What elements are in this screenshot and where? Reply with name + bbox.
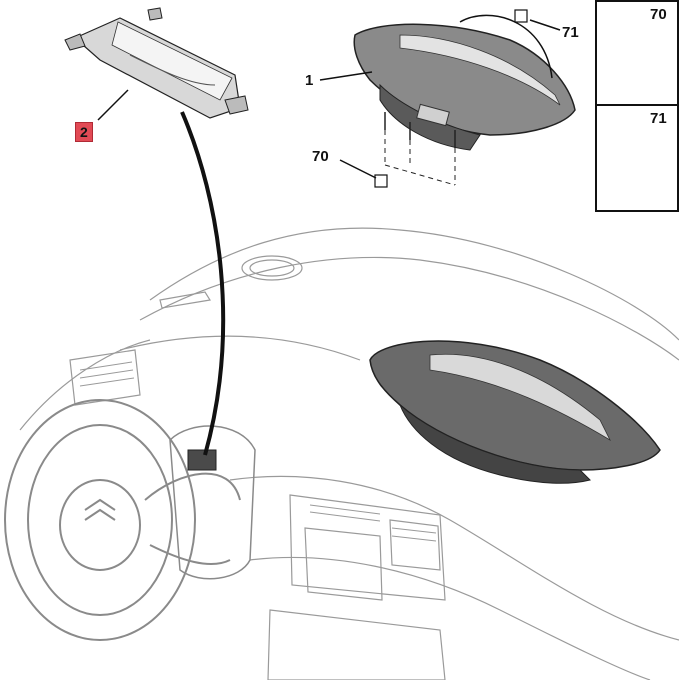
callout-label-2: 2 [75, 122, 93, 142]
vent-slats [79, 361, 437, 542]
column-display-module [187, 449, 217, 471]
leader-lines-70 [384, 130, 456, 186]
steering-wheel [4, 399, 241, 641]
dashboard [19, 227, 679, 680]
clip-pins [384, 112, 456, 148]
marker-square-71 [514, 9, 528, 23]
steering-column [169, 425, 256, 580]
connecting-line [180, 111, 226, 456]
assembled-hood [369, 340, 661, 484]
exploded-hood-part-1 [353, 23, 576, 151]
callout-label-71: 71 [562, 24, 579, 41]
callout-label-70: 70 [312, 148, 329, 165]
callout-label-1: 1 [305, 72, 314, 89]
hood-logo-plate [416, 103, 450, 127]
inset-label-70: 70 [650, 6, 667, 23]
exploded-display-part-2 [64, 7, 249, 119]
inset-frame-bottom [595, 104, 679, 212]
marker-square-70 [374, 174, 388, 188]
brand-logo-icon [84, 498, 116, 521]
callout-leaders [97, 19, 561, 179]
inset-label-71: 71 [650, 110, 667, 127]
